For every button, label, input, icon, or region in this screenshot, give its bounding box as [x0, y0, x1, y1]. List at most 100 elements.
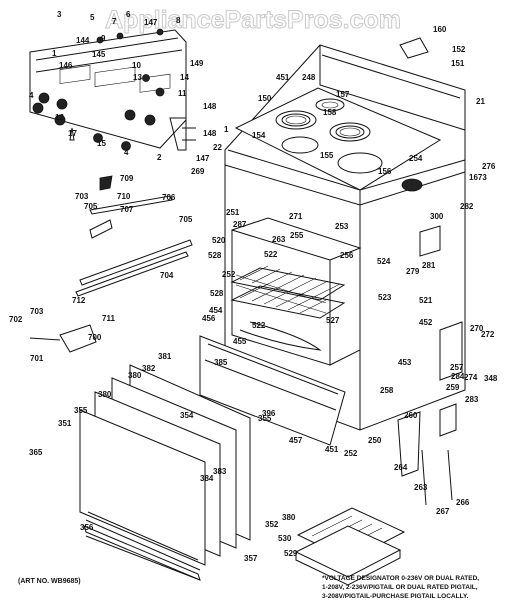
part-callout: 11 [178, 89, 187, 98]
side-panel-parts [397, 37, 463, 506]
part-callout: 158 [323, 108, 337, 117]
part-callout: 147 [196, 154, 210, 163]
part-callout: 154 [252, 131, 266, 140]
part-callout: 452 [419, 318, 433, 327]
oven-racks [230, 265, 346, 319]
part-callout: 356 [80, 523, 94, 532]
part-callout: 22 [213, 143, 222, 152]
cooktop [234, 87, 442, 192]
part-callout: 5 [90, 13, 95, 22]
part-callout: 705 [84, 202, 98, 211]
part-callout: 457 [289, 436, 303, 445]
part-callout: 384 [200, 474, 214, 483]
broiler-drawer [199, 335, 346, 446]
part-callout: 281 [422, 261, 436, 270]
part-callout: 454 [209, 306, 223, 315]
part-callout: 354 [180, 411, 194, 420]
part-callout: 357 [244, 554, 258, 563]
part-callout: 12 [55, 113, 64, 122]
part-callout: 528 [210, 289, 224, 298]
part-callout: 3 [57, 10, 62, 19]
part-callout: 156 [378, 167, 392, 176]
part-callout: 6 [126, 10, 131, 19]
part-callout: 522 [252, 321, 266, 330]
bake-element [239, 321, 322, 351]
part-callout: 157 [336, 90, 350, 99]
part-callout: 380 [98, 390, 112, 399]
part-callout: 255 [290, 231, 304, 240]
voltage-note-line-2: 1-208V, 2-236V/PIGTAIL OR DUAL RATED PIG… [322, 584, 478, 591]
part-callout: 256 [340, 251, 354, 260]
part-callout: 266 [456, 498, 470, 507]
part-callout: 300 [430, 212, 444, 221]
part-callout: 712 [72, 296, 86, 305]
part-callout: 250 [368, 436, 382, 445]
door-handle [83, 525, 201, 581]
part-callout: 704 [160, 271, 174, 280]
part-callout: 253 [335, 222, 349, 231]
part-callout: 1 [224, 125, 229, 134]
part-callout: 383 [213, 467, 227, 476]
part-callout: 260 [404, 411, 418, 420]
broiler-pan [294, 507, 406, 586]
part-callout: 380 [128, 371, 142, 380]
part-callout: 348 [484, 374, 498, 383]
part-callout: 455 [233, 337, 247, 346]
part-callout: 1 [52, 49, 57, 58]
part-callout: 456 [202, 314, 216, 323]
part-callout: 276 [482, 162, 496, 171]
part-callout: 8 [176, 16, 181, 25]
part-callout: 523 [378, 293, 392, 302]
part-callout: 522 [264, 250, 278, 259]
part-callout: 15 [97, 139, 106, 148]
part-callout: 707 [120, 205, 134, 214]
part-callout: 267 [436, 507, 450, 516]
part-callout: 10 [132, 61, 141, 70]
part-callout: 4 [29, 91, 34, 100]
part-callout: 252 [222, 270, 236, 279]
part-callout: 149 [190, 59, 204, 68]
part-callout: 352 [265, 520, 279, 529]
part-callout: 385 [214, 358, 228, 367]
part-callout: 160 [433, 25, 447, 34]
part-callout: 382 [142, 364, 156, 373]
part-callout: 272 [481, 330, 495, 339]
part-callout: 151 [451, 59, 465, 68]
part-callout: 254 [409, 154, 423, 163]
part-callout: 365 [29, 448, 43, 457]
art-number: (ART NO. WB9685) [18, 578, 81, 585]
part-callout: 263 [414, 483, 428, 492]
part-callout: 284 [451, 372, 465, 381]
part-callout: 703 [30, 307, 44, 316]
part-callout: 381 [158, 352, 172, 361]
part-callout: 146 [59, 61, 73, 70]
part-callout: 521 [419, 296, 433, 305]
part-callout: 528 [208, 251, 222, 260]
part-callout: 258 [380, 386, 394, 395]
part-callout: 355 [258, 414, 272, 423]
part-callout: 263 [272, 235, 286, 244]
part-callout: 4 [124, 148, 129, 157]
part-callout: 271 [289, 212, 303, 221]
part-callout: 251 [226, 208, 240, 217]
part-callout: 529 [284, 549, 298, 558]
part-callout: 701 [30, 354, 44, 363]
part-callout: 150 [258, 94, 272, 103]
part-callout: 282 [460, 202, 474, 211]
part-callout: 155 [320, 151, 334, 160]
oven-door [79, 364, 251, 581]
part-callout: 264 [394, 463, 408, 472]
part-callout: 524 [377, 257, 391, 266]
part-callout: 700 [88, 333, 102, 342]
voltage-note-line-3: 3-208V/PIGTAIL-PURCHASE PIGTAIL LOCALLY. [322, 593, 469, 600]
part-callout: 380 [282, 513, 296, 522]
part-callout: 703 [75, 192, 89, 201]
part-callout: 530 [278, 534, 292, 543]
part-callout: 13 [133, 73, 142, 82]
part-callout: 7 [112, 17, 117, 26]
part-callout: 14 [180, 73, 189, 82]
part-callout: 1673 [469, 173, 487, 182]
part-callout: 248 [302, 73, 316, 82]
